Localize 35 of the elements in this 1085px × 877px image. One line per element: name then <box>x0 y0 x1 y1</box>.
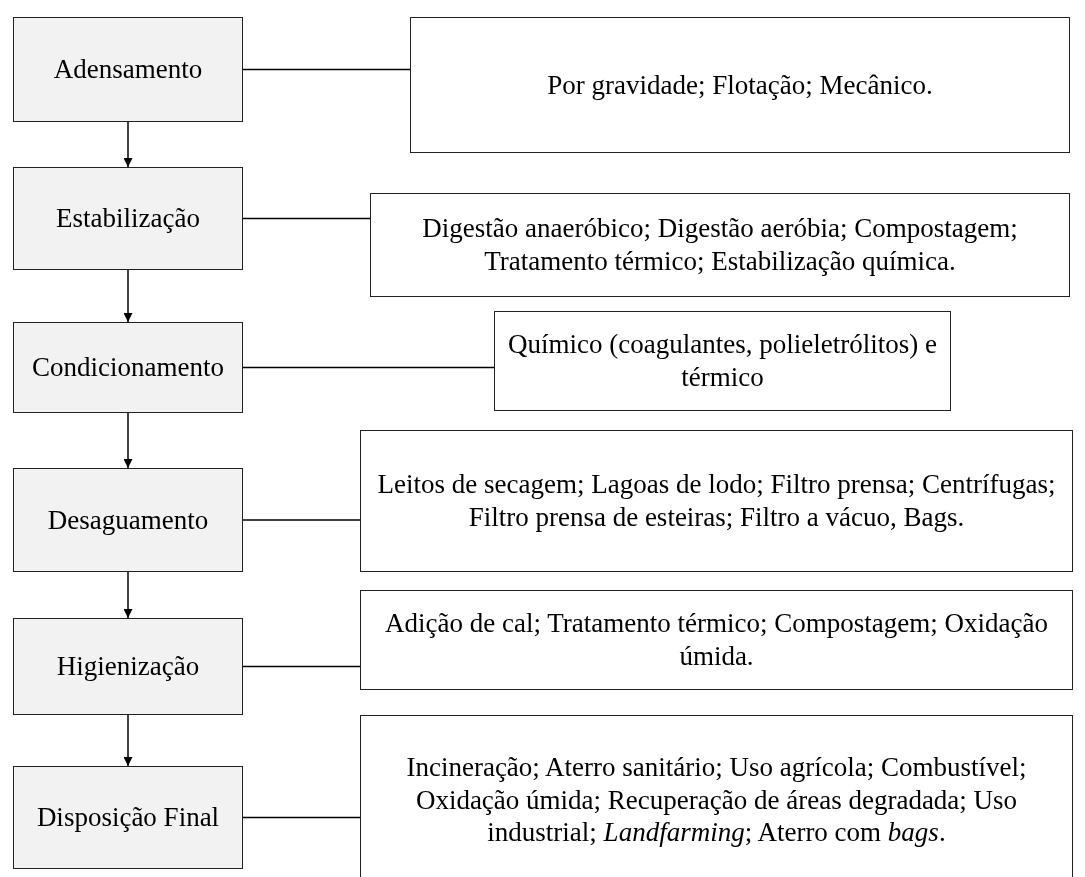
process-box <box>13 167 243 270</box>
process-box <box>13 766 243 869</box>
process-box <box>13 322 243 413</box>
process-box <box>13 17 243 122</box>
box-text: Adensamento <box>53 53 203 86</box>
connector-line <box>242 68 411 71</box>
box-text: Por gravidade; Flotação; Mecânico. <box>547 68 933 102</box>
connector-line <box>242 519 361 521</box>
box-text: Incineração; Aterro sanitário; Uso agrícola; Combustível; Oxidação úmida; Recuperação de áreas degradada; Uso industrial; Landfarming; Aterro com bags. <box>405 750 1028 850</box>
arrow <box>123 571 133 619</box>
connector-line <box>242 665 361 668</box>
description-box <box>360 715 1073 877</box>
description-box <box>360 430 1073 572</box>
connector-line <box>242 217 371 220</box>
box-text: Disposição Final <box>36 801 220 834</box>
description-box <box>370 193 1070 297</box>
box-text: Estabilização <box>56 202 200 235</box>
process-box <box>13 468 243 572</box>
connector-line <box>242 816 361 819</box>
description-box <box>494 311 951 411</box>
box-text: Adição de cal; Tratamento térmico; Compostagem; Oxidação úmida. <box>384 607 1049 673</box>
box-text: Condicionamento <box>32 351 224 384</box>
arrow <box>123 121 133 168</box>
box-text: Digestão anaeróbico; Digestão aeróbia; Compostagem; Tratamento térmico; Estabilização química. <box>421 212 1019 278</box>
box-text: Leitos de secagem; Lagoas de lodo; Filtro prensa; Centrífugas; Filtro prensa de esteiras; Filtro a vácuo, Bags. <box>376 468 1057 534</box>
box-text: Desaguamento <box>47 503 209 537</box>
box-text: Higienização <box>56 650 200 683</box>
description-box <box>410 17 1070 153</box>
arrow <box>123 412 133 469</box>
arrow <box>123 269 133 323</box>
process-box <box>13 618 243 715</box>
box-text: Químico (coagulantes, polieletrólitos) e térmico <box>507 328 938 394</box>
arrow <box>123 714 133 767</box>
description-box <box>360 590 1073 690</box>
connector-line <box>242 366 495 369</box>
